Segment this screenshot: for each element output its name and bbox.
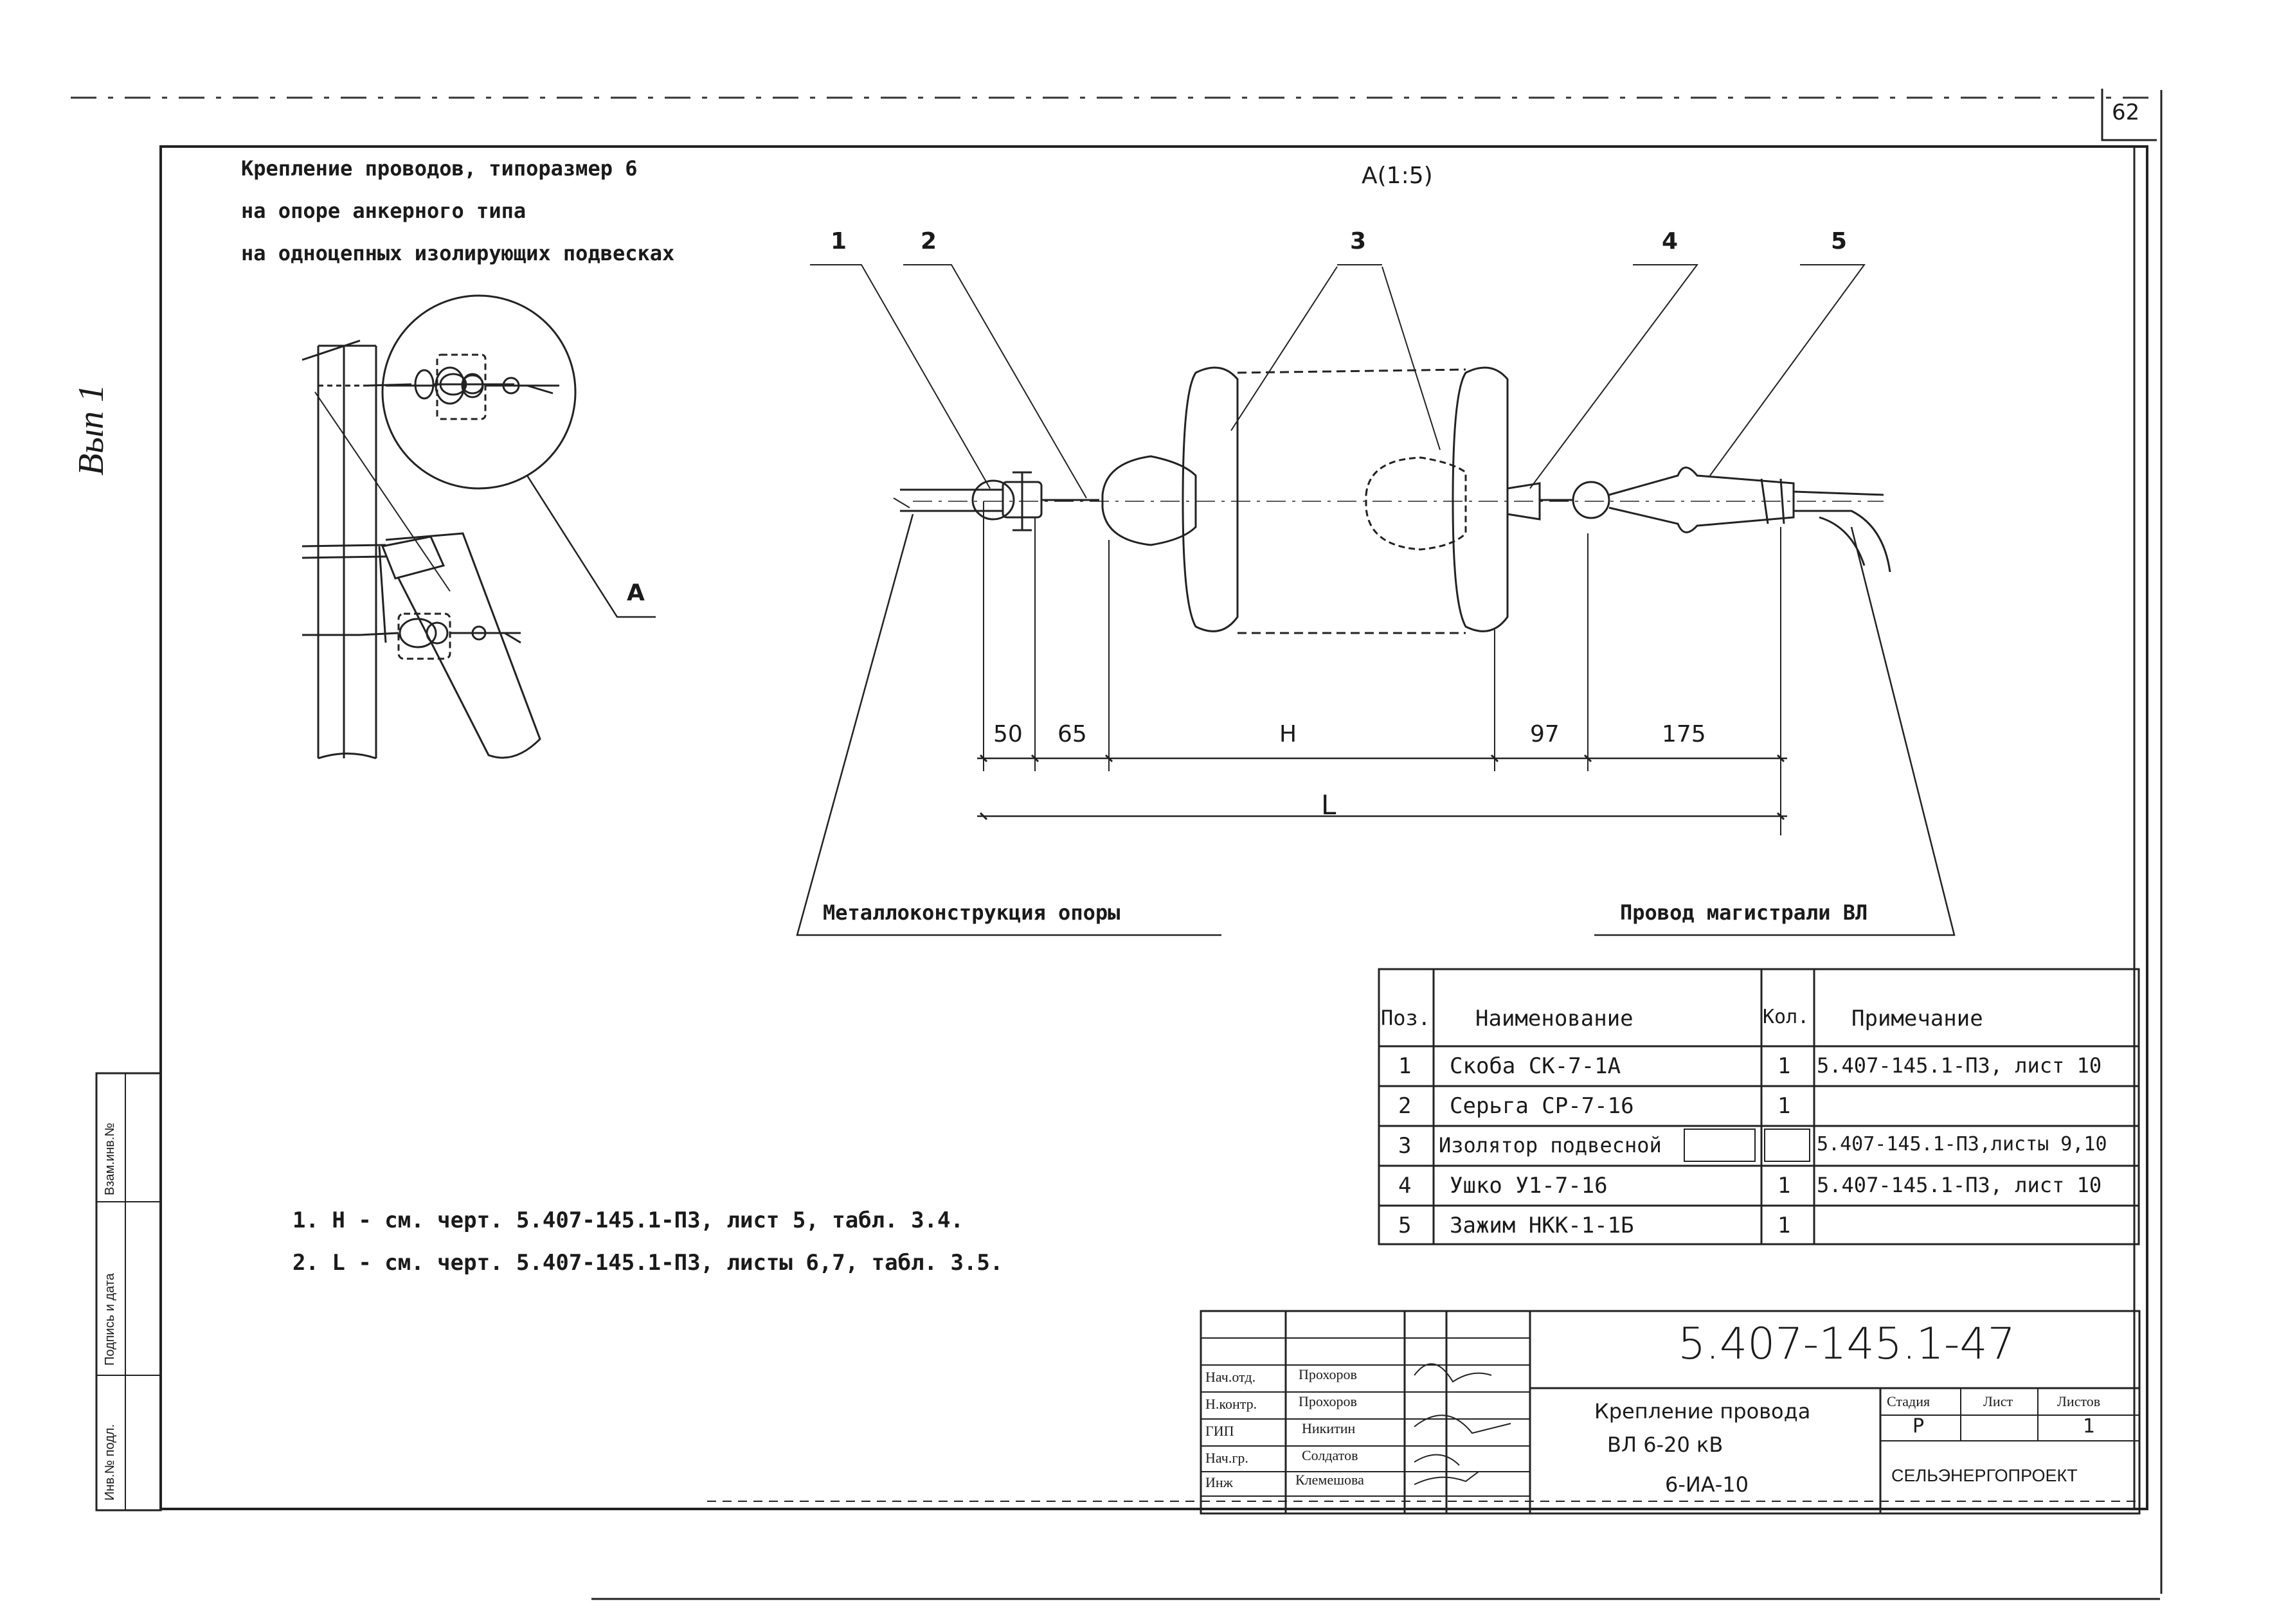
sign-name-2: Прохоров [1299,1393,1357,1409]
spec-row-1-qty: 1 [1778,1053,1791,1079]
spec-row-4-note: 5.407-145.1-ПЗ, лист 10 [1817,1173,2102,1197]
title-block-grid [1200,1310,2141,1515]
spec-row-2-pos: 2 [1398,1093,1412,1119]
title-line-1: Крепление провода [1594,1399,1811,1423]
sign-name-3: Никитин [1302,1420,1356,1436]
organization-name: СЕЛЬЭНЕРГОПРОЕКТ [1891,1466,2078,1485]
vyp-label: Вып 1 [71,384,111,476]
sign-role-4: Нач.гр. [1205,1450,1248,1466]
title-line-3: 6-ИА-10 [1665,1472,1749,1497]
spec-table-grid [1378,968,2140,1245]
sign-role-5: Инж [1205,1474,1233,1490]
spec-header-name: Наименование [1475,1006,1634,1031]
note-1: 1. H - см. черт. 5.407-145.1-ПЗ, лист 5,… [292,1208,964,1233]
callout-2: 2 [921,228,937,254]
support-structure-label: Металлоконструкция опоры [823,900,1120,925]
spec-header-pos: Поз. [1381,1006,1431,1030]
line-wire-label: Провод магистрали ВЛ [1620,900,1868,925]
dimension-l: L [1321,789,1336,821]
stage-value-stadiya: Р [1913,1415,1925,1438]
callout-5: 5 [1831,228,1848,254]
spec-row-3-note: 5.407-145.1-ПЗ,листы 9,10 [1817,1133,2107,1156]
spec-row-5-pos: 5 [1398,1213,1412,1238]
stage-header-listov: Листов [2057,1393,2101,1409]
overview-pole [302,339,541,760]
sign-role-1: Нач.отд. [1205,1369,1256,1385]
detail-circle-a [381,294,656,618]
spec-header-note: Примечание [1851,1006,1983,1031]
side-stamp-inv-podl: Инв.№ подл. [103,1423,117,1501]
spec-row-4-qty: 1 [1778,1173,1791,1199]
dimension-97: 97 [1530,721,1560,747]
drawing-title-line-3: на одноцепных изолирующих подвесках [241,241,675,265]
title-line-2: ВЛ 6-20 кВ [1607,1432,1724,1457]
sign-name-4: Солдатов [1302,1447,1358,1463]
spec-row-1-note: 5.407-145.1-ПЗ, лист 10 [1817,1053,2102,1078]
dimension-175: 175 [1662,721,1706,747]
callout-1: 1 [831,228,847,254]
dimension-h: H [1279,721,1297,747]
sign-role-3: ГИП [1205,1423,1234,1439]
drawing-title-line-2: на опоре анкерного типа [241,199,526,223]
main-frame [159,145,2148,1510]
sign-role-2: Н.контр. [1205,1396,1257,1412]
dimension-65: 65 [1058,721,1087,747]
side-stamp-frame [95,1072,162,1512]
view-scale-label: А(1:5) [1362,163,1433,189]
document-number: 5.407-145.1-47 [1678,1319,2015,1370]
callout-4: 4 [1662,228,1679,254]
spec-row-4-pos: 4 [1398,1173,1412,1199]
sign-name-5: Клемешова [1295,1472,1364,1488]
spec-row-2-name: Серьга СР-7-16 [1450,1093,1634,1119]
spec-row-5-name: Зажим НКК-1-1Б [1450,1213,1634,1238]
spec-row-5-qty: 1 [1778,1213,1791,1238]
spec-row-3-pos: 3 [1398,1133,1412,1159]
spec-row-1-pos: 1 [1398,1053,1412,1079]
spec-row-3-name: Изолятор подвесной [1439,1133,1662,1157]
dimension-50: 50 [993,721,1023,747]
drawing-title-line-1: Крепление проводов, типоразмер 6 [241,156,638,181]
spec-header-qty: Кол. [1763,1006,1810,1028]
stage-value-listov: 1 [2083,1415,2096,1438]
spec-row-1-name: Скоба СК-7-1А [1450,1053,1621,1079]
overview-callout-a: А [627,580,645,606]
sheet-corner-number: 62 [2112,100,2140,125]
spec-row-4-name: Ушко У1-7-16 [1450,1173,1608,1199]
spec-row-2-qty: 1 [1778,1093,1791,1119]
main-assembly [796,264,1956,936]
side-stamp-vzam: Взам.инв.№ [103,1123,117,1195]
stage-header-stadiya: Стадия [1887,1393,1931,1409]
sign-name-1: Прохоров [1299,1366,1357,1382]
note-2: 2. L - см. черт. 5.407-145.1-ПЗ, листы 6… [292,1250,1004,1276]
stage-header-list: Лист [1983,1393,2013,1409]
side-stamp-podpis: Подпись и дата [103,1273,117,1366]
callout-3: 3 [1350,228,1367,254]
